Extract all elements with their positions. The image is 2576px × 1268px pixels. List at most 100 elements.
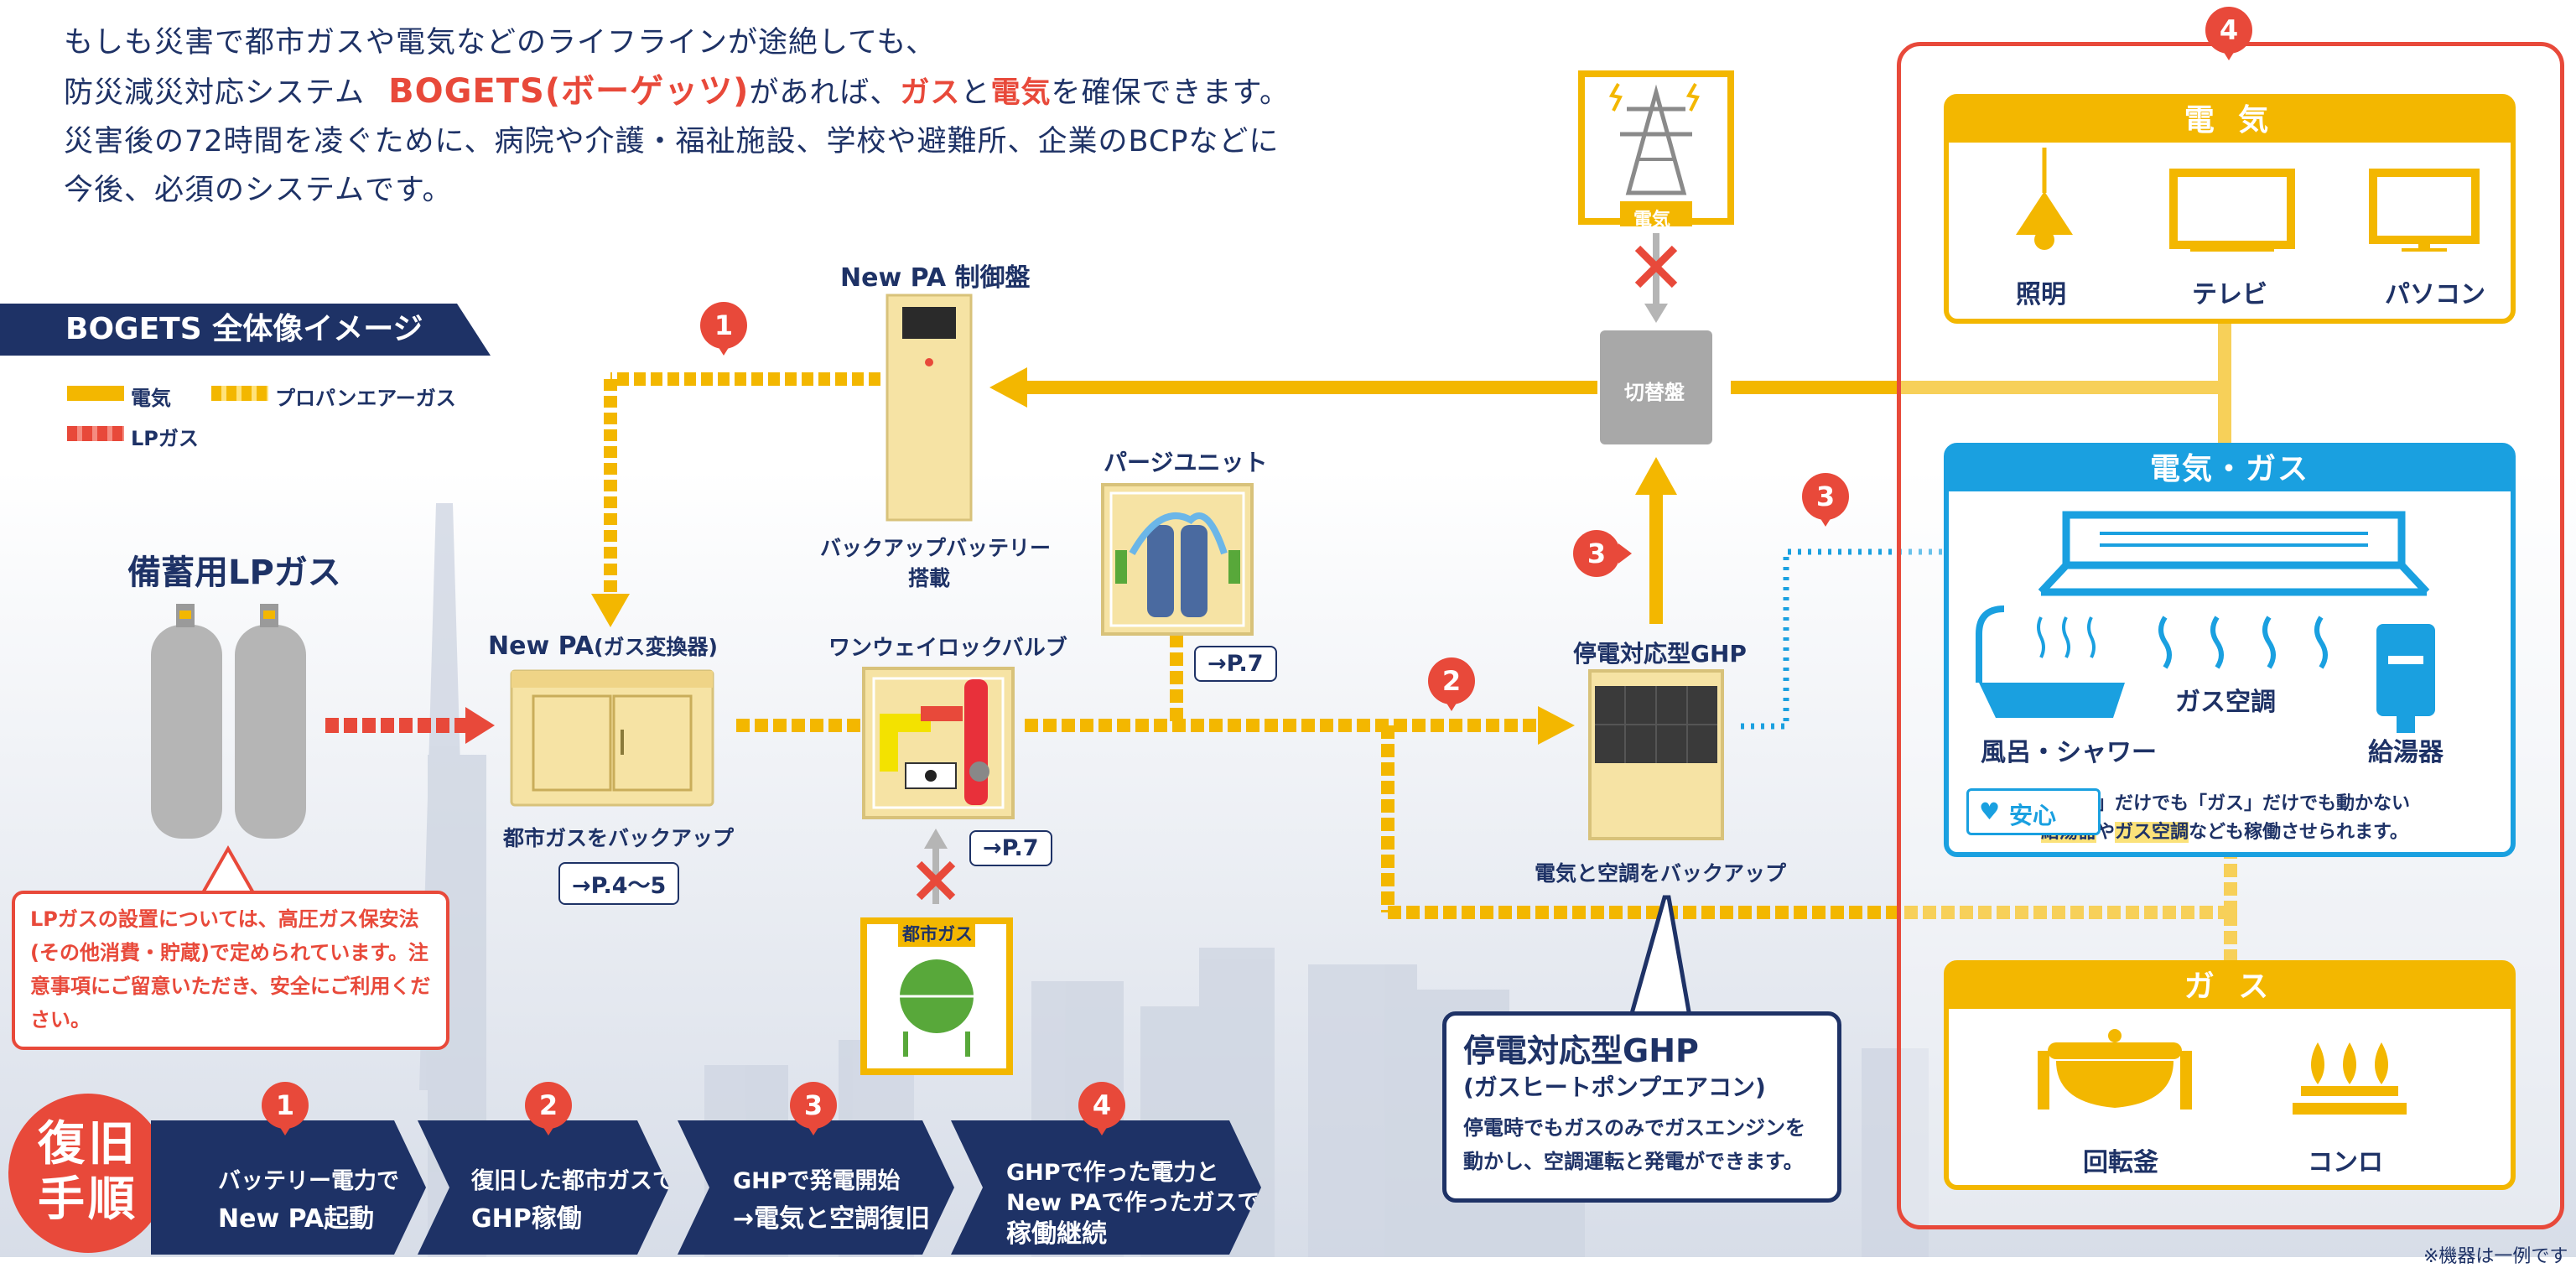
marker-2: 2 bbox=[1428, 657, 1475, 711]
electric-gas-note: 「電気」だけでも「ガス」だけでも動かない 給湯器やガス空調なども稼働させられます… bbox=[2041, 790, 2511, 847]
electric-gas-devices-title: 電気・ガス bbox=[1949, 448, 2511, 491]
intro-line-2: 防災減災対応システム BOGETS(ボーゲッツ)があれば、ガスと電気を確保できま… bbox=[64, 67, 1405, 117]
newpa-sub: (ガス変換器) bbox=[594, 635, 718, 659]
step-3-marker: 3 bbox=[790, 1082, 837, 1135]
newpa-note: 都市ガスをバックアップ bbox=[503, 826, 735, 850]
ghp-to-ac-line bbox=[1741, 548, 2080, 730]
valve-ref-link[interactable]: →P.7 bbox=[969, 830, 1052, 866]
step-1-line-1: バッテリー電力で bbox=[218, 1168, 399, 1194]
gas-devices-title: ガ ス bbox=[1949, 965, 2511, 1009]
marker-3a-pointer bbox=[1618, 543, 1632, 564]
lighting-label: 照明 bbox=[2016, 280, 2066, 309]
marker-3b: 3 bbox=[1802, 473, 1849, 527]
lp-gas-pipe bbox=[325, 707, 495, 744]
propane-gas-pipes bbox=[736, 634, 2237, 960]
recovery-step-1: バッテリー電力で New PA起動 bbox=[151, 1120, 426, 1255]
ghp-callout-desc-1: 停電時でもガスのみでガスエンジンを bbox=[1463, 1116, 1805, 1140]
intro-line-1: もしも災害で都市ガスや電気などのライフラインが途絶しても、 bbox=[64, 26, 937, 60]
step-1-line-2: New PA起動 bbox=[218, 1204, 375, 1234]
newpa-arrowhead bbox=[591, 594, 630, 627]
lp-cylinders-icon bbox=[151, 604, 306, 839]
marker-3b-number: 3 bbox=[1802, 473, 1849, 520]
control-panel-note: バックアップバッテリー 搭載 bbox=[820, 532, 1052, 592]
control-panel-note-1: バックアップバッテリー bbox=[820, 536, 1052, 560]
ghp-callout-sub: (ガスヒートポンプエアコン) bbox=[1463, 1073, 1766, 1101]
stove-label: コンロ bbox=[2308, 1148, 2383, 1177]
lamp-icon bbox=[2016, 148, 2073, 250]
intro-text: もしも災害で都市ガスや電気などのライフラインが途絶しても、 防災減災対応システム… bbox=[64, 18, 1405, 215]
step-3-line-1: GHPで発電開始 bbox=[733, 1168, 901, 1194]
intro-electric: 電気 bbox=[990, 76, 1052, 110]
purge-unit-ref-link[interactable]: →P.7 bbox=[1194, 646, 1277, 682]
gas-devices-icons bbox=[2038, 1029, 2407, 1115]
marker-2-number: 2 bbox=[1428, 657, 1475, 704]
step-1-marker: 1 bbox=[262, 1082, 309, 1135]
intro-line-3: 災害後の72時間を凌ぐために、病院や介護・福祉施設、学校や避難所、企業のBCPな… bbox=[64, 125, 1280, 158]
intro-line-2a: 防災減災対応システム bbox=[64, 76, 365, 110]
newpa-ref-link[interactable]: →P.4〜5 bbox=[558, 862, 680, 905]
newpa-label: New PA(ガス変換器) bbox=[488, 631, 718, 661]
overview-banner-text: BOGETS 全体像イメージ bbox=[65, 312, 423, 346]
rotary-kettle-label: 回転釜 bbox=[2083, 1148, 2158, 1177]
ghp-callout-desc-2: 動かし、空調運転と発電ができます。 bbox=[1463, 1150, 1804, 1173]
purge-unit-icon bbox=[1101, 483, 1254, 636]
footnote: ※機器は一例です bbox=[2423, 1246, 2568, 1267]
legend-lp-label: LPガス bbox=[131, 427, 199, 450]
lock-valve-icon bbox=[862, 667, 1015, 819]
legend-propane-label: プロパンエアーガス bbox=[275, 387, 456, 410]
control-panel-icon bbox=[886, 294, 973, 522]
step-3-line-2: →電気と空調復旧 bbox=[733, 1204, 931, 1234]
step-3-number: 3 bbox=[790, 1082, 837, 1129]
recovery-badge: 復旧 手順 bbox=[8, 1094, 168, 1253]
intro-line-2c: があれば、 bbox=[749, 76, 901, 110]
intro-line-2e: と bbox=[960, 76, 991, 110]
step-2-number: 2 bbox=[525, 1082, 572, 1129]
control-panel-label: New PA 制御盤 bbox=[840, 263, 1031, 293]
step-4-marker: 4 bbox=[1078, 1082, 1125, 1135]
legend-propane-swatch bbox=[211, 386, 268, 401]
city-gas-label: 都市ガス bbox=[902, 924, 973, 944]
step-2-line-1: 復旧した都市ガスで bbox=[471, 1168, 675, 1194]
newpa-converter-icon bbox=[510, 669, 714, 807]
marker-1-number: 1 bbox=[700, 302, 747, 349]
recovery-step-3: GHPで発電開始 →電気と空調復旧 bbox=[678, 1120, 954, 1255]
control-panel-arrowhead bbox=[989, 367, 1027, 408]
marker-3a-number: 3 bbox=[1573, 530, 1620, 577]
marker-4-number: 4 bbox=[2205, 7, 2252, 54]
ghp-callout: 停電対応型GHP (ガスヒートポンプエアコン) 停電時でもガスのみでガスエンジン… bbox=[1442, 1011, 1841, 1203]
tv-label: テレビ bbox=[2192, 280, 2267, 309]
switchboard-arrowhead bbox=[1635, 457, 1677, 495]
step-4-line-1: GHPで作った電力と bbox=[1006, 1160, 1219, 1186]
recovery-step-2: 復旧した都市ガスで GHP稼働 bbox=[418, 1120, 669, 1255]
city-gas-blocked-icon bbox=[916, 829, 956, 904]
marker-4: 4 bbox=[2205, 7, 2252, 60]
power-blocked-icon bbox=[1634, 233, 1678, 323]
lp-safety-note: LPガスの設置については、高圧ガス保安法(その他消費・貯蔵)で定められています。… bbox=[12, 891, 449, 1050]
legend-electric-swatch bbox=[67, 386, 124, 401]
purge-unit-label: パージユニット bbox=[1104, 449, 1268, 476]
gas-aircon-label: ガス空調 bbox=[2175, 688, 2276, 717]
intro-bogets: BOGETS(ボーゲッツ) bbox=[388, 72, 750, 111]
lp-note-pointer bbox=[198, 844, 258, 897]
ghp-label: 停電対応型GHP bbox=[1573, 640, 1747, 668]
electric-gas-devices-icons bbox=[1976, 511, 2435, 733]
electric-devices-title: 電 気 bbox=[1949, 99, 2511, 143]
step-2-marker: 2 bbox=[525, 1082, 572, 1135]
pc-label: パソコン bbox=[2385, 280, 2485, 309]
note-end: なども稼働させられます。 bbox=[2189, 822, 2408, 843]
ghp-unit-icon bbox=[1588, 669, 1724, 840]
marker-3a: 3 bbox=[1573, 530, 1620, 577]
airflow-icon bbox=[2158, 616, 2328, 669]
electric-gas-devices-box: 電気・ガス bbox=[1944, 443, 2516, 857]
electric-devices-box: 電 気 照明 テレビ パソコン bbox=[1944, 94, 2516, 324]
power-tag bbox=[1620, 201, 1692, 226]
step-4-line-1b: New PAで作ったガスで bbox=[1006, 1190, 1260, 1216]
anzen-label: 安心 bbox=[2009, 802, 2057, 829]
city-gas-tag bbox=[898, 920, 975, 947]
recovery-title-1: 復旧 bbox=[38, 1117, 138, 1172]
ghp-callout-title: 停電対応型GHP bbox=[1463, 1032, 1699, 1069]
recovery-title-2: 手順 bbox=[38, 1172, 138, 1227]
gas-devices-box: ガ ス 回転釜 コンロ bbox=[1944, 960, 2516, 1190]
water-heater-icon bbox=[2376, 624, 2435, 733]
